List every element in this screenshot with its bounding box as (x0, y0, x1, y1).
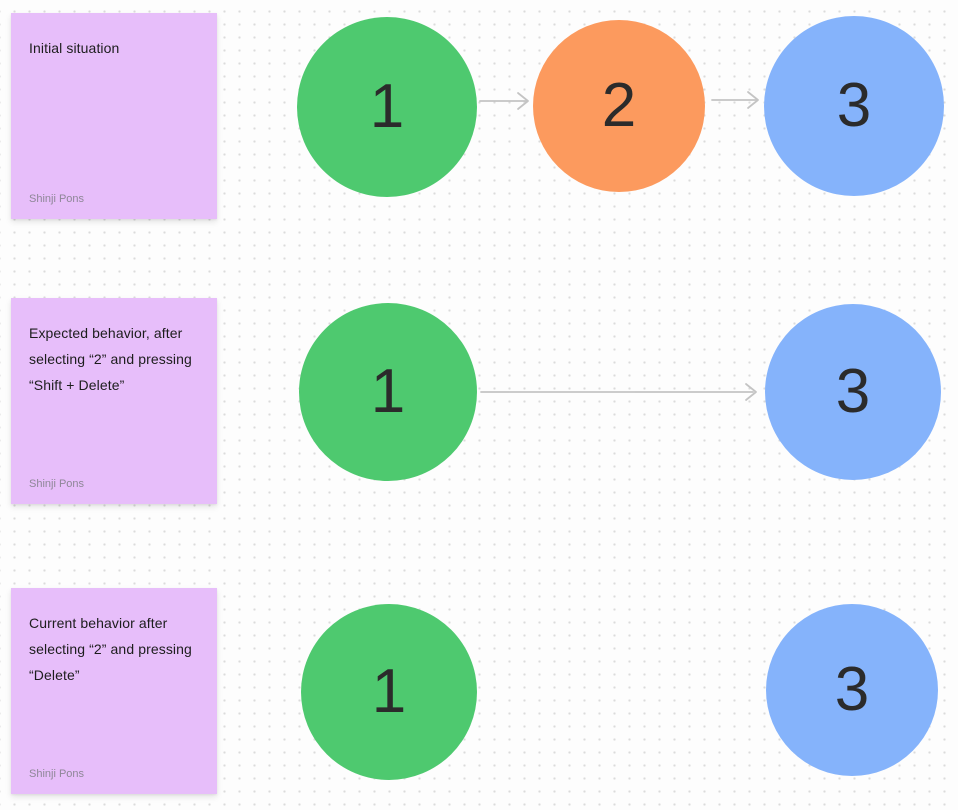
node-label: 3 (834, 655, 870, 724)
node-circle-1-row1[interactable]: 1 (297, 17, 477, 197)
node-circle-1-row2[interactable]: 1 (299, 303, 477, 481)
sticky-author: Shinji Pons (29, 768, 85, 780)
node-circle-1-row3[interactable]: 1 (301, 604, 477, 780)
sticky-title: Current behavior after selecting “2” and… (29, 615, 192, 683)
sticky-author: Shinji Pons (29, 193, 85, 205)
node-label: 1 (370, 357, 406, 426)
node-circle-3-row2[interactable]: 3 (765, 304, 941, 480)
sticky-author: Shinji Pons (29, 478, 85, 490)
sticky-note-initial-situation[interactable]: Initial situation Shinji Pons (11, 13, 217, 219)
connector-arrow-1-to-2[interactable] (479, 92, 529, 110)
sticky-title: Initial situation (29, 40, 120, 56)
connector-arrow-1-to-3[interactable] (480, 383, 757, 401)
node-label: 1 (371, 657, 407, 726)
node-label: 3 (836, 71, 872, 140)
node-label: 1 (369, 72, 405, 141)
node-circle-2-row1[interactable]: 2 (533, 20, 705, 192)
node-label: 3 (835, 357, 871, 426)
sticky-note-expected-behavior[interactable]: Expected behavior, after selecting “2” a… (11, 298, 217, 504)
node-circle-3-row1[interactable]: 3 (764, 16, 944, 196)
sticky-note-current-behavior[interactable]: Current behavior after selecting “2” and… (11, 588, 217, 794)
connector-arrow-2-to-3[interactable] (711, 91, 759, 109)
node-label: 2 (601, 71, 637, 140)
sticky-title: Expected behavior, after selecting “2” a… (29, 325, 192, 393)
node-circle-3-row3[interactable]: 3 (766, 604, 938, 776)
